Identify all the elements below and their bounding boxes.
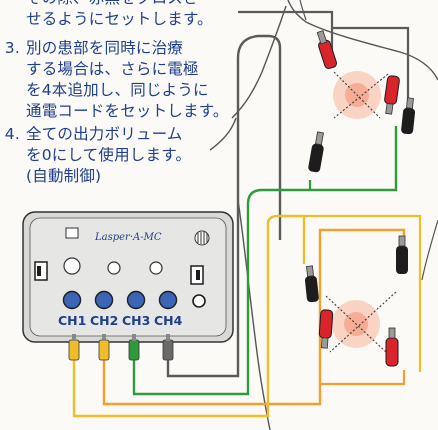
indicator-lamp-2 [107,261,121,275]
clip-lower-red-right [385,327,399,367]
ch4-knob[interactable] [158,290,178,310]
cord-orange-lower [320,370,406,386]
lead-lower-1 [325,295,387,353]
step4-line2: を0にして使用します。 [26,146,192,164]
plug-ch3-green [128,334,140,361]
device-panel [29,217,227,337]
power-switch-left[interactable] [34,261,48,281]
body-outline [287,0,438,81]
body-outline-right [421,219,438,281]
clip-upper-red-left [316,30,338,70]
indicator-lamp-3 [149,261,163,275]
clip-upper-red-right [384,75,400,115]
instruction-partial-line2: せるようにセットします。 [26,10,213,28]
clip-lower-black-right [396,235,408,274]
instruction-partial-top: その際、赤黒をクロスさ [0,0,199,9]
body-outline-armpit [209,117,237,151]
cord-gray [166,34,282,378]
clip-upper-black-left [308,131,324,173]
body-outline-left [231,5,287,119]
ch2-knob[interactable] [94,290,114,310]
body-outline-neck [299,0,307,21]
ch3-knob[interactable] [126,290,146,310]
plug-ch2-yellow [98,334,110,361]
cord-green [132,126,398,396]
step3-number: 3. [4,39,20,57]
ch1-knob[interactable] [62,290,82,310]
output-jack [192,294,206,308]
ch3-label: CH3 [122,313,151,328]
cord-gray-upper-right [332,26,410,104]
indicator-lamp-1 [63,257,81,275]
step3-line4: 通電コードをセットします。 [26,102,229,120]
step3-line2: する場合は、さらに電極 [26,60,199,78]
lead-upper-1 [333,71,381,119]
plug-ch1-yellow [68,334,80,361]
step3-line3: を4本追加し、同じように [26,81,209,99]
step3-line1: 3.別の患部を同時に治療 [0,38,183,59]
clip-upper-black-right [401,97,416,135]
device-brand-label: Lasper·A-MC [95,232,162,243]
plug-ch4-gray [162,334,174,361]
step4-line3: (自動制御) [26,167,102,185]
cord-yellow-right [304,214,422,372]
cord-yellow [72,214,306,418]
speaker-grille-icon [194,230,210,246]
device-label-plate [65,227,79,239]
lead-lower-2 [329,291,397,353]
ch2-label: CH2 [90,313,119,328]
ch4-label: CH4 [154,313,183,328]
cord-gray-upper [238,10,334,60]
step4-number: 4. [4,125,20,143]
body-outline-side [237,199,271,430]
clip-lower-red-left [318,309,334,349]
clip-lower-black-left [304,265,319,303]
step4-line1: 4.全ての出力ボリューム [0,124,183,145]
power-switch-right[interactable] [190,265,204,285]
ch1-label: CH1 [58,313,87,328]
